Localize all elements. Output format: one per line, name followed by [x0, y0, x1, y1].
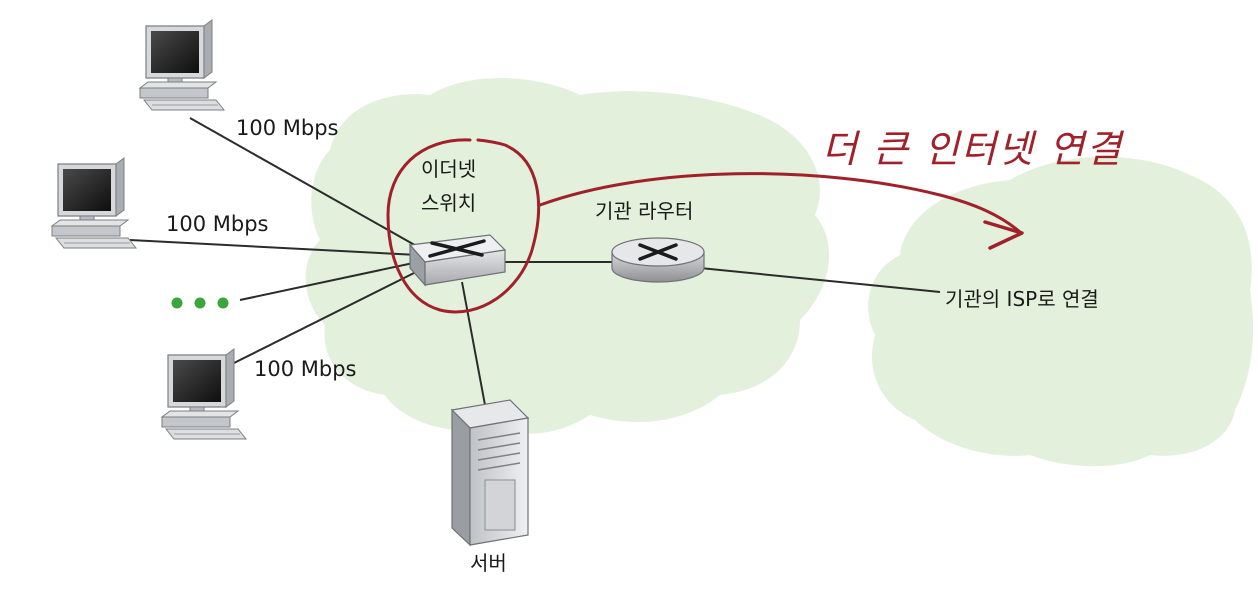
- link-speed-label: 100 Mbps: [254, 357, 356, 381]
- annotation-circle: [386, 138, 541, 314]
- router-icon: [611, 237, 705, 283]
- annotation-arrowhead: [983, 220, 1024, 250]
- computer-icon: [51, 157, 137, 249]
- router-label: 기관 라우터: [595, 199, 693, 223]
- ethernet-switch-icon: [408, 234, 507, 287]
- link-switch-server: [461, 281, 486, 406]
- link-pc1-switch: [189, 117, 421, 249]
- institutional-network-cloud: [305, 78, 830, 434]
- link-speed-label: 100 Mbps: [166, 212, 268, 236]
- server-icon: [450, 399, 530, 547]
- link-pc2-switch: [129, 239, 419, 256]
- link-speed-label: 100 Mbps: [236, 116, 338, 140]
- link-pc4-switch: [229, 269, 421, 366]
- annotation-text: 더 큰 인터넷 연결: [822, 127, 1125, 171]
- link-dots-switch: [239, 261, 419, 301]
- isp-link-label: 기관의 ISP로 연결: [945, 287, 1099, 311]
- link-router-isp: [699, 267, 941, 293]
- server-label: 서버: [470, 551, 507, 575]
- ethernet-switch-label: 이더넷: [421, 157, 476, 181]
- computer-icon: [139, 19, 225, 111]
- annotation-arrow: [538, 172, 1022, 234]
- computer-icon: [161, 348, 247, 440]
- more-hosts-ellipsis: [171, 297, 229, 309]
- ethernet-switch-label: 스위치: [421, 191, 476, 215]
- internet-cloud: [868, 156, 1254, 467]
- network-links: [129, 117, 941, 406]
